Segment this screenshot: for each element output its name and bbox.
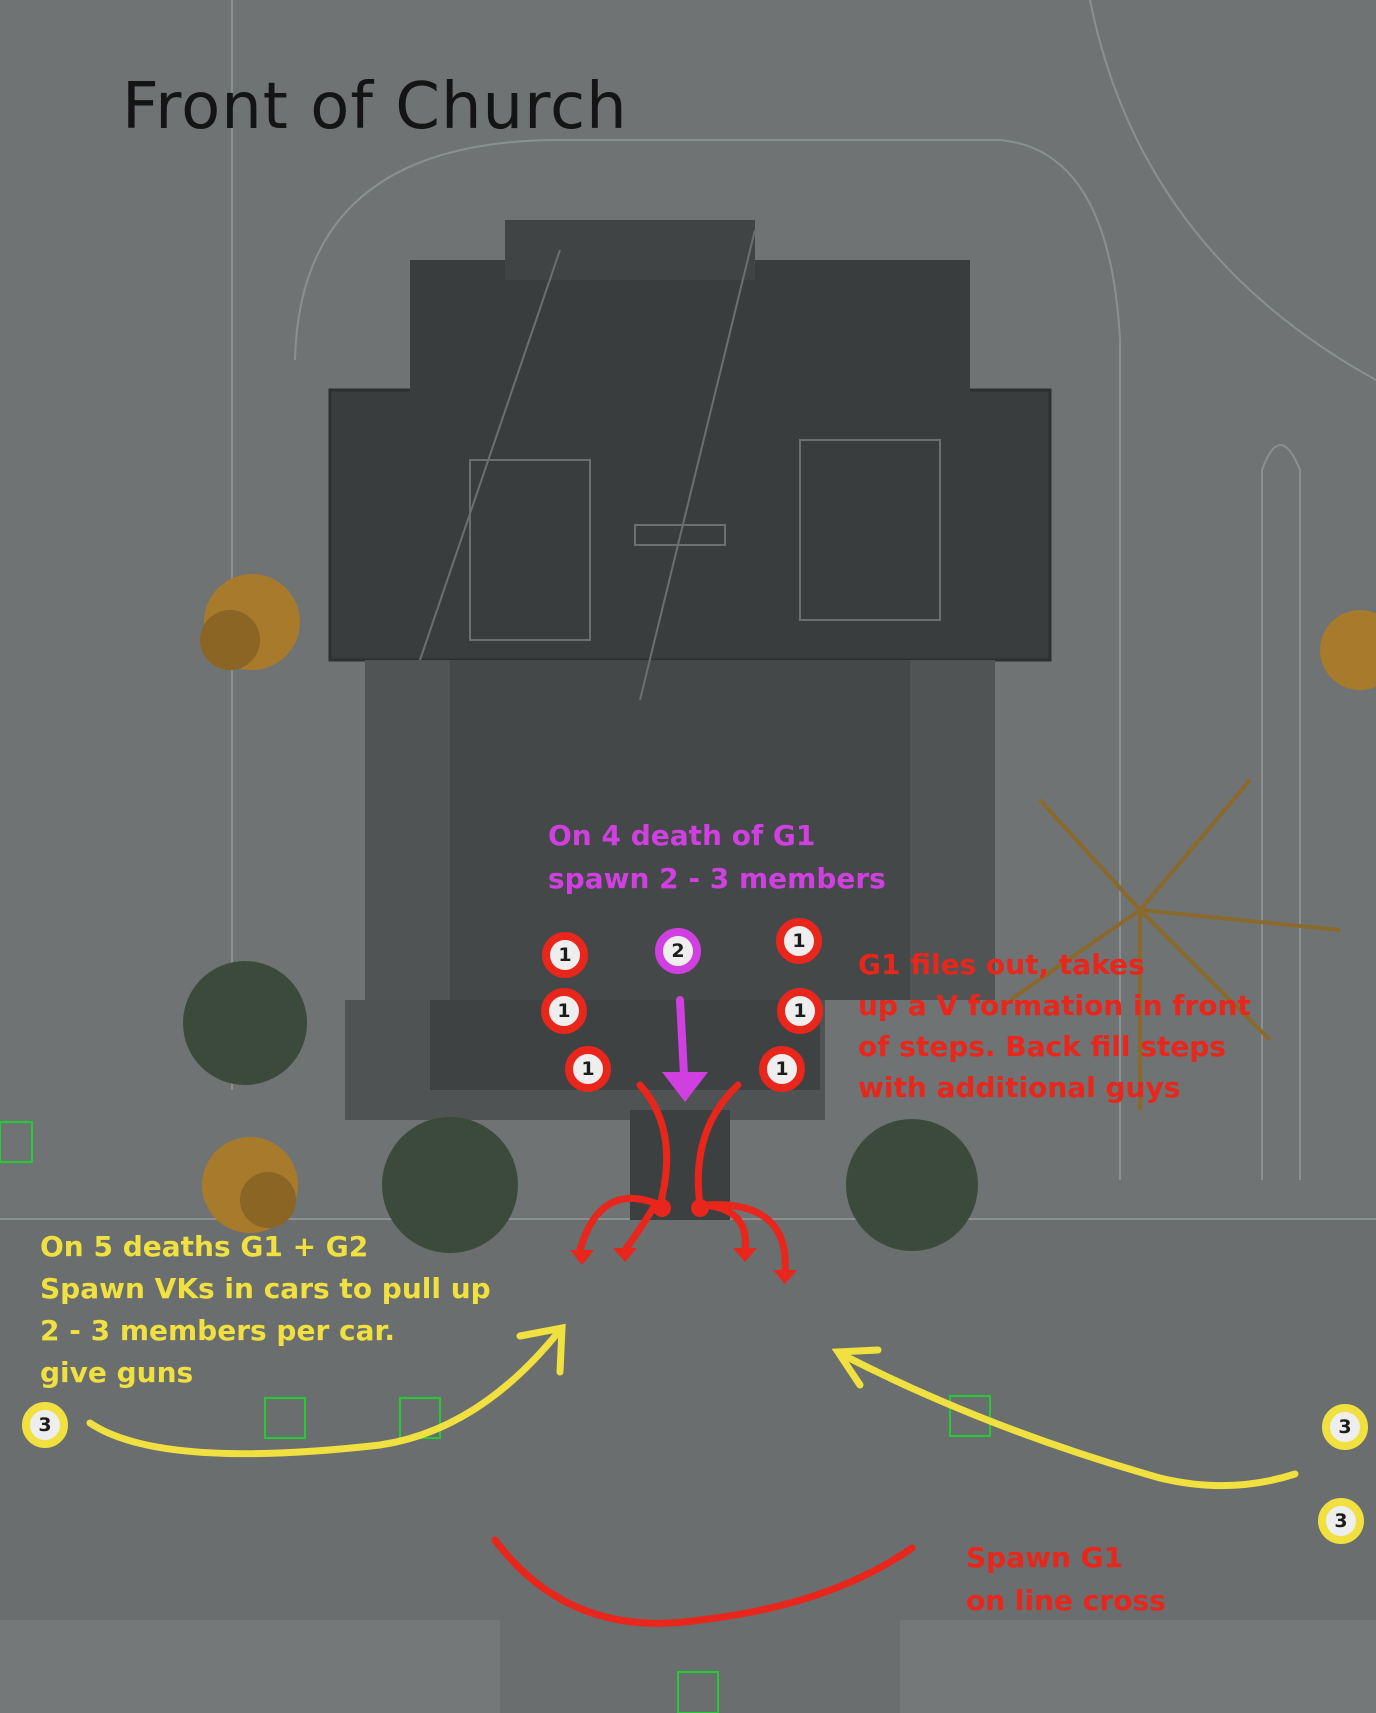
group1-spawn-marker: 1 [542, 932, 588, 978]
tree-green-2 [382, 1117, 518, 1253]
trigger-box [677, 1671, 719, 1713]
g1-v-formation-note: G1 files out, takes up a V formation in … [858, 948, 1251, 1104]
church-building [328, 220, 1052, 1220]
group3-spawn-marker: 3 [22, 1402, 68, 1448]
group1-marker-label: 1 [581, 1058, 595, 1080]
vk-cars-note: On 5 deaths G1 + G2 Spawn VKs in cars to… [40, 1230, 491, 1389]
group1-marker-label: 1 [558, 944, 572, 966]
tree-bare-right [1008, 778, 1341, 1110]
trigger-box [0, 1121, 33, 1163]
trees [183, 574, 1376, 1253]
g2-spawn-arrow [662, 996, 708, 1102]
tree-green-1 [183, 961, 307, 1085]
trigger-box [949, 1395, 991, 1437]
arrow-heads [570, 1199, 797, 1284]
sidewalk-bottom-right [900, 1620, 1376, 1713]
spawn-line [491, 1536, 916, 1627]
group1-marker-label: 1 [793, 1000, 807, 1022]
spawn-line-note: Spawn G1 on line cross [966, 1541, 1166, 1617]
group1-marker-label: 1 [792, 930, 806, 952]
tree-green-3 [846, 1119, 978, 1251]
car-arrow-right [841, 1352, 1299, 1490]
group3-spawn-marker: 3 [1318, 1498, 1364, 1544]
g1-file-out-arrows [576, 1081, 789, 1276]
g2-spawn-note: On 4 death of G1 spawn 2 - 3 members [548, 819, 886, 895]
map-title: Front of Church [122, 70, 628, 144]
group1-marker-label: 1 [557, 1000, 571, 1022]
group3-spawn-marker: 3 [1322, 1404, 1368, 1450]
tree-autumn-edge [1320, 610, 1376, 690]
group1-spawn-marker: 1 [759, 1046, 805, 1092]
trigger-box [264, 1397, 306, 1439]
group2-spawn-marker: 2 [655, 928, 701, 974]
car-approach-arrows [86, 1323, 1299, 1490]
group1-spawn-marker: 1 [776, 918, 822, 964]
car-arrow-left [86, 1326, 564, 1458]
sidewalk-bottom-left [0, 1620, 500, 1713]
group1-spawn-marker: 1 [565, 1046, 611, 1092]
group3-marker-label: 3 [1334, 1510, 1348, 1532]
group1-spawn-marker: 1 [541, 988, 587, 1034]
group3-marker-label: 3 [1338, 1416, 1352, 1438]
group1-spawn-marker: 1 [777, 988, 823, 1034]
group2-marker-label: 2 [671, 940, 685, 962]
group1-marker-label: 1 [775, 1058, 789, 1080]
group3-marker-label: 3 [38, 1414, 52, 1436]
